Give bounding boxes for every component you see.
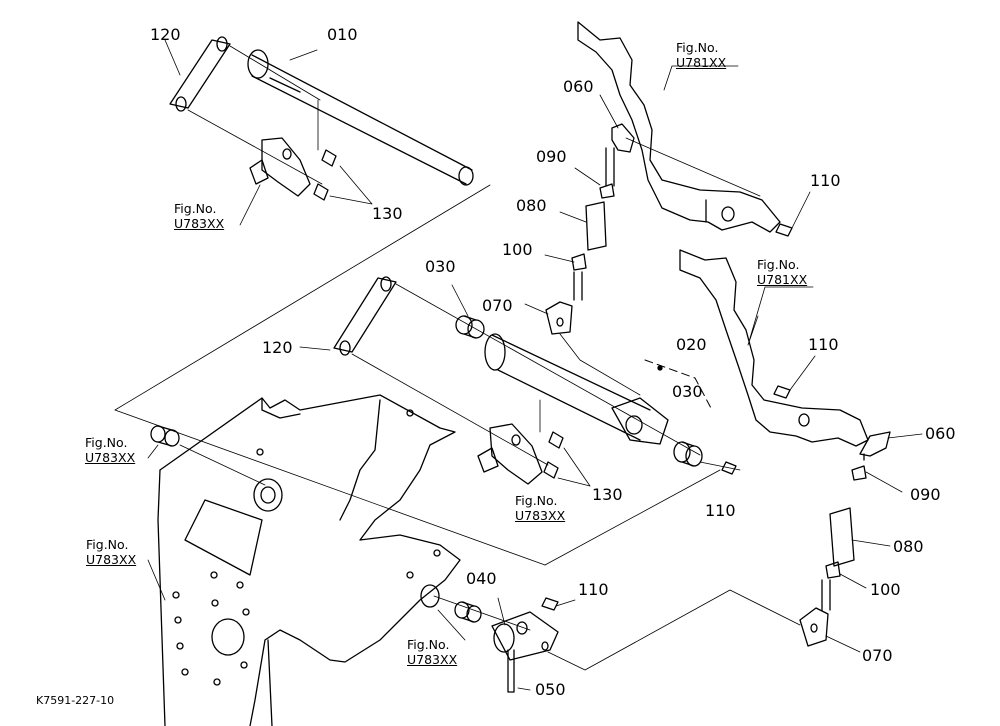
fig-ref-prefix: Fig.No. <box>85 435 128 450</box>
link-120-middle-drawing <box>333 276 397 356</box>
bracket-top-drawing <box>249 137 311 197</box>
callout-080-lower: 080 <box>893 537 924 556</box>
arm-040-drawing <box>491 611 559 661</box>
callout-080-upper: 080 <box>516 196 547 215</box>
callout-120-top: 120 <box>150 25 181 44</box>
pins-130-top-drawing <box>313 149 337 201</box>
fig-ref-prefix: Fig.No. <box>174 201 217 216</box>
callout-030-left: 030 <box>425 257 456 276</box>
callout-130-middle: 130 <box>592 485 623 504</box>
bushing-left-drawing <box>150 425 180 447</box>
collar-030-right-drawing <box>673 441 703 467</box>
callout-110-upper: 110 <box>810 171 841 190</box>
clip-110-upper-drawing <box>775 223 793 237</box>
callout-070-lower: 070 <box>862 646 893 665</box>
fig-ref-code: U781XX <box>676 55 727 70</box>
fig-ref-u783-top[interactable]: Fig.No. U783XX <box>174 201 224 231</box>
callout-060-upper: 060 <box>563 77 594 96</box>
fig-ref-prefix: Fig.No. <box>86 537 129 552</box>
fig-ref-u783-frame[interactable]: Fig.No. U783XX <box>86 537 136 567</box>
fig-ref-code: U783XX <box>86 552 137 567</box>
collar-030-left-drawing <box>455 315 485 339</box>
fig-ref-code: U783XX <box>407 652 458 667</box>
pins-130-middle-drawing <box>543 431 564 479</box>
callout-070-upper: 070 <box>482 296 513 315</box>
callout-060-lower: 060 <box>925 424 956 443</box>
callout-010: 010 <box>327 25 358 44</box>
fig-ref-code: U783XX <box>515 508 566 523</box>
fig-ref-u783-left[interactable]: Fig.No. U783XX <box>85 435 135 465</box>
fig-ref-code: U781XX <box>757 272 808 287</box>
fig-ref-u781-lower[interactable]: Fig.No. U781XX <box>757 257 807 287</box>
callout-050: 050 <box>535 680 566 699</box>
fig-ref-prefix: Fig.No. <box>676 40 719 55</box>
rod-upper-drawing <box>545 123 635 335</box>
fig-ref-prefix: Fig.No. <box>407 637 450 652</box>
clip-110-middle-drawing <box>721 461 737 475</box>
callout-090-upper: 090 <box>536 147 567 166</box>
fig-ref-prefix: Fig.No. <box>757 257 800 272</box>
frame-plate-drawing <box>157 394 461 726</box>
lever-lower-right-drawing <box>679 249 869 447</box>
rod-lower-drawing <box>799 431 891 647</box>
fig-ref-u783-bottom[interactable]: Fig.No. U783XX <box>407 637 457 667</box>
link-120-top-drawing <box>169 36 231 112</box>
callout-020: 020 <box>676 335 707 354</box>
callout-100-upper: 100 <box>502 240 533 259</box>
clip-110-right-drawing <box>773 385 791 399</box>
fig-ref-code: U783XX <box>85 450 136 465</box>
shaft-020-drawing <box>484 333 713 445</box>
pin-050-drawing <box>507 649 515 693</box>
bushing-bottom-drawing <box>454 601 482 623</box>
fig-ref-u783-middle[interactable]: Fig.No. U783XX <box>515 493 565 523</box>
bracket-middle-drawing <box>477 423 543 485</box>
fig-ref-u781-upper[interactable]: Fig.No. U781XX <box>676 40 726 70</box>
lever-upper-right-drawing <box>577 21 781 233</box>
callout-120-middle: 120 <box>262 338 293 357</box>
callout-040: 040 <box>466 569 497 588</box>
fig-ref-prefix: Fig.No. <box>515 493 558 508</box>
diagram-code: K7591-227-10 <box>36 694 115 707</box>
callout-130-top: 130 <box>372 204 403 223</box>
callout-110-right: 110 <box>808 335 839 354</box>
fig-ref-code: U783XX <box>174 216 225 231</box>
callout-090-lower: 090 <box>910 485 941 504</box>
clip-110-bottom-drawing <box>541 597 559 611</box>
callout-100-lower: 100 <box>870 580 901 599</box>
shaft-010-drawing <box>247 49 474 186</box>
callout-030-right: 030 <box>672 382 703 401</box>
callout-110-middle: 110 <box>705 501 736 520</box>
callout-110-bottom: 110 <box>578 580 609 599</box>
